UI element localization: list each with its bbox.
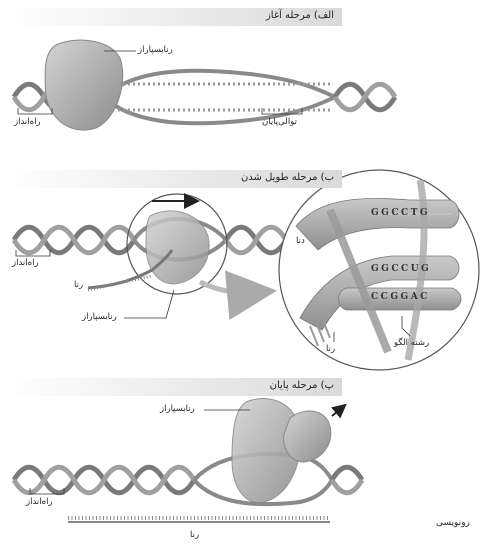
stage-elongation-rna-polymerase-shape [146,211,209,284]
stage-termination-release-arrow [332,406,344,416]
stage-termination-title-bar: پ) مرحله پایان [4,378,342,396]
stage-termination-rna-label: رنا [190,530,199,540]
zoom-template-strand-label: رشته الگو [394,338,429,348]
stage-elongation-promoter-label: راه‌انداز [12,258,39,268]
stage-elongation-title-bar: ب) مرحله طویل شدن [4,170,342,188]
stage-termination-rna-polymerase-label: رنابسپاراز [160,404,195,414]
figure-caption: رونویسی [436,518,470,528]
zoom-coding-sequence: GGCCTG [371,208,430,218]
stage-termination-released-rna [68,518,330,522]
zoom-dna-label: دنا [296,236,305,246]
stage-initiation-promoter-label: راه‌انداز [14,117,41,127]
stage-termination-promoter-label: راه‌انداز [26,497,53,507]
stage-termination-rna-polymerase-upper [284,411,331,462]
stage-termination-title: پ) مرحله پایان [270,380,334,391]
stage-initiation-rna-polymerase-label: رنابسپاراز [138,45,173,55]
stage-elongation-zoom-arrow [200,282,262,293]
zoom-template-sequence: CCGGAC [371,292,430,302]
stage-elongation-title: ب) مرحله طویل شدن [241,172,334,183]
stage-elongation-polymerase-leader [124,290,174,318]
stage-termination-dna-helix [14,454,362,504]
zoom-rna-label: رنا [326,344,335,354]
stage-initiation-rna-polymerase-shape [45,40,123,130]
stage-elongation-rna-polymerase-label: رنابسپاراز [82,312,117,322]
stage-initiation-terminator-label: توالی‌پایان [262,117,297,127]
zoom-rna-sequence: GGCCUG [371,264,431,274]
stage-elongation-rna-label: رنا [74,280,83,290]
